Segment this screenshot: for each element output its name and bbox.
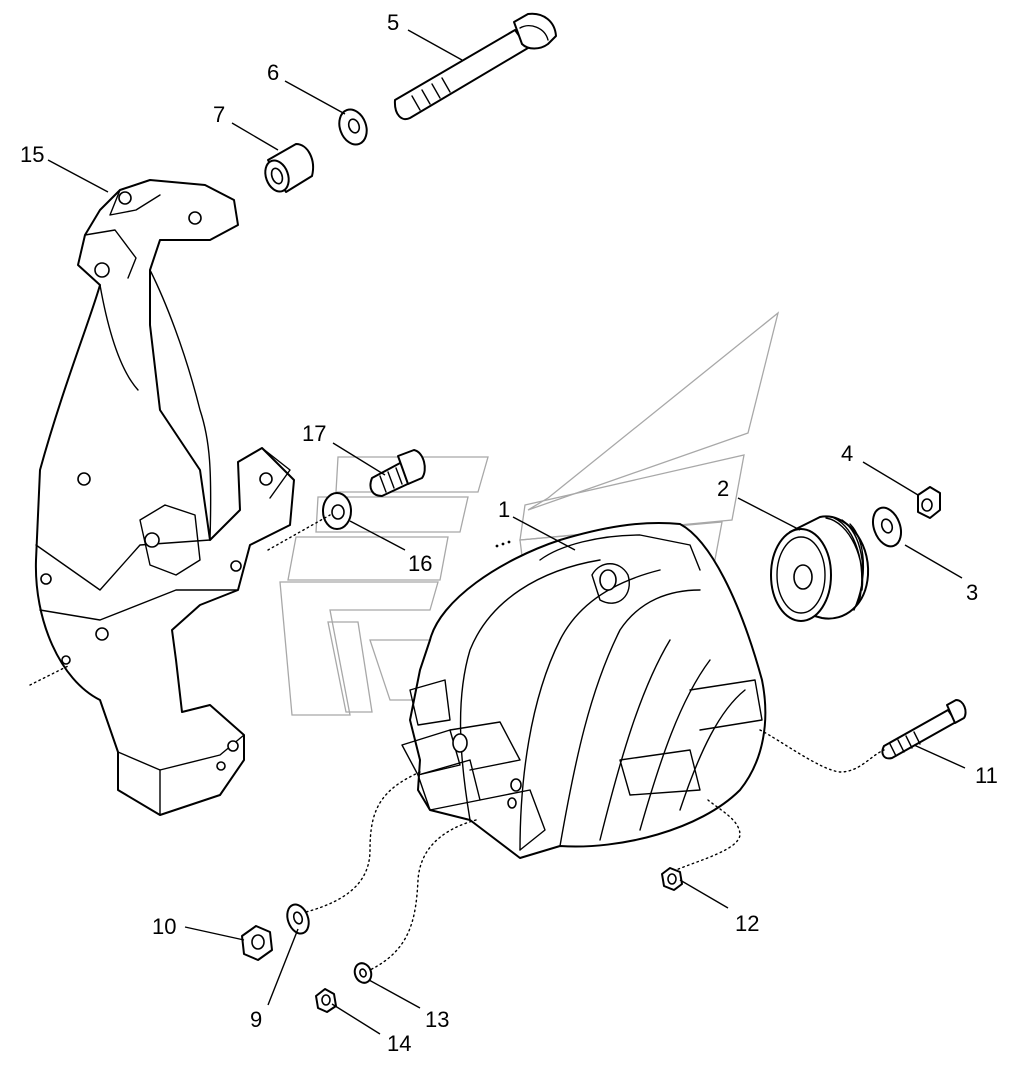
nut-part-12 [661, 867, 683, 891]
nut-part-14 [315, 988, 337, 1013]
callout-2: 2 [717, 476, 729, 501]
pulley-part-2 [770, 515, 870, 622]
callout-7: 7 [213, 102, 225, 127]
washer-part-16 [322, 492, 352, 530]
callout-14: 14 [387, 1031, 411, 1056]
callout-9: 9 [250, 1007, 262, 1032]
washer-part-13 [353, 962, 373, 984]
mounting-bracket-part-15 [34, 179, 295, 816]
callout-3: 3 [966, 580, 978, 605]
washer-part-6 [338, 108, 368, 146]
assembly-lines [29, 514, 885, 971]
nut-part-10 [241, 925, 273, 961]
callout-13: 13 [425, 1007, 449, 1032]
callout-16: 16 [408, 551, 432, 576]
long-bolt-part-5 [393, 12, 557, 120]
callout-17: 17 [302, 421, 326, 446]
bolt-part-11 [881, 699, 967, 760]
washer-part-3 [871, 506, 903, 548]
callout-6: 6 [267, 60, 279, 85]
leader-lines [47, 29, 966, 1035]
alternator-part-1 [401, 521, 767, 859]
callout-11: 11 [975, 763, 998, 788]
short-bolt-part-17 [369, 449, 426, 497]
nut-part-4 [917, 486, 941, 519]
callout-1: 1 [498, 497, 510, 522]
callout-12: 12 [735, 911, 759, 936]
spacer-part-7 [264, 143, 314, 193]
callout-15: 15 [20, 142, 44, 167]
callout-labels: 1 2 3 4 5 6 7 9 10 11 12 13 14 15 16 17 [20, 10, 998, 1056]
washer-part-9 [286, 903, 310, 935]
callout-5: 5 [387, 10, 399, 35]
callout-4: 4 [841, 441, 853, 466]
callout-10: 10 [152, 914, 176, 939]
